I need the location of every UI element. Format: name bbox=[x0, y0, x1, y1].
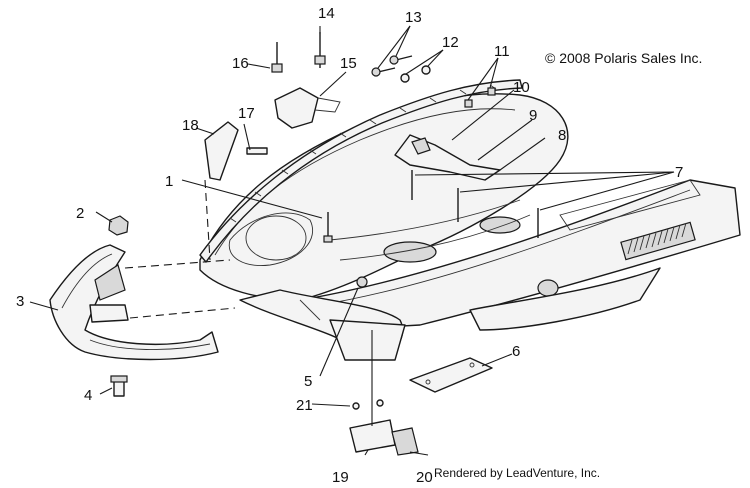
callout-9: 9 bbox=[529, 107, 537, 124]
copyright-notice: © 2008 Polaris Sales Inc. bbox=[545, 50, 703, 66]
callout-18: 18 bbox=[182, 117, 199, 134]
steering-bracket bbox=[274, 87, 341, 129]
callout-6: 6 bbox=[512, 343, 520, 360]
callout-1: 1 bbox=[165, 173, 173, 190]
callout-20: 20 bbox=[416, 469, 433, 486]
leader-lines bbox=[29, 25, 675, 456]
callout-13: 13 bbox=[405, 9, 422, 26]
callout-17: 17 bbox=[238, 105, 255, 122]
callout-4: 4 bbox=[84, 387, 92, 404]
callout-15: 15 bbox=[340, 55, 357, 72]
callout-16: 16 bbox=[232, 55, 249, 72]
callout-14: 14 bbox=[318, 5, 335, 22]
callout-21: 21 bbox=[296, 397, 313, 414]
callout-11: 11 bbox=[494, 43, 510, 60]
rendered-by-credit: Rendered by LeadVenture, Inc. bbox=[434, 466, 601, 480]
foam-blocks bbox=[349, 419, 419, 456]
skid-plate bbox=[409, 357, 493, 393]
mount-bracket bbox=[394, 134, 501, 181]
callout-3: 3 bbox=[16, 293, 24, 310]
hood-belly-pan bbox=[199, 93, 569, 361]
side-flap bbox=[204, 121, 239, 261]
callout-8: 8 bbox=[558, 127, 566, 144]
hardware bbox=[108, 32, 539, 410]
callout-19: 19 bbox=[332, 469, 349, 486]
callout-12: 12 bbox=[442, 34, 459, 51]
callout-labels: 1 2 3 4 5 6 7 8 9 10 11 12 13 14 15 16 1… bbox=[16, 5, 683, 486]
side-panel bbox=[299, 179, 741, 331]
front-bumper bbox=[49, 244, 236, 361]
callout-2: 2 bbox=[76, 205, 84, 222]
callout-10: 10 bbox=[513, 79, 530, 96]
callout-7: 7 bbox=[675, 164, 683, 181]
callout-5: 5 bbox=[304, 373, 312, 390]
